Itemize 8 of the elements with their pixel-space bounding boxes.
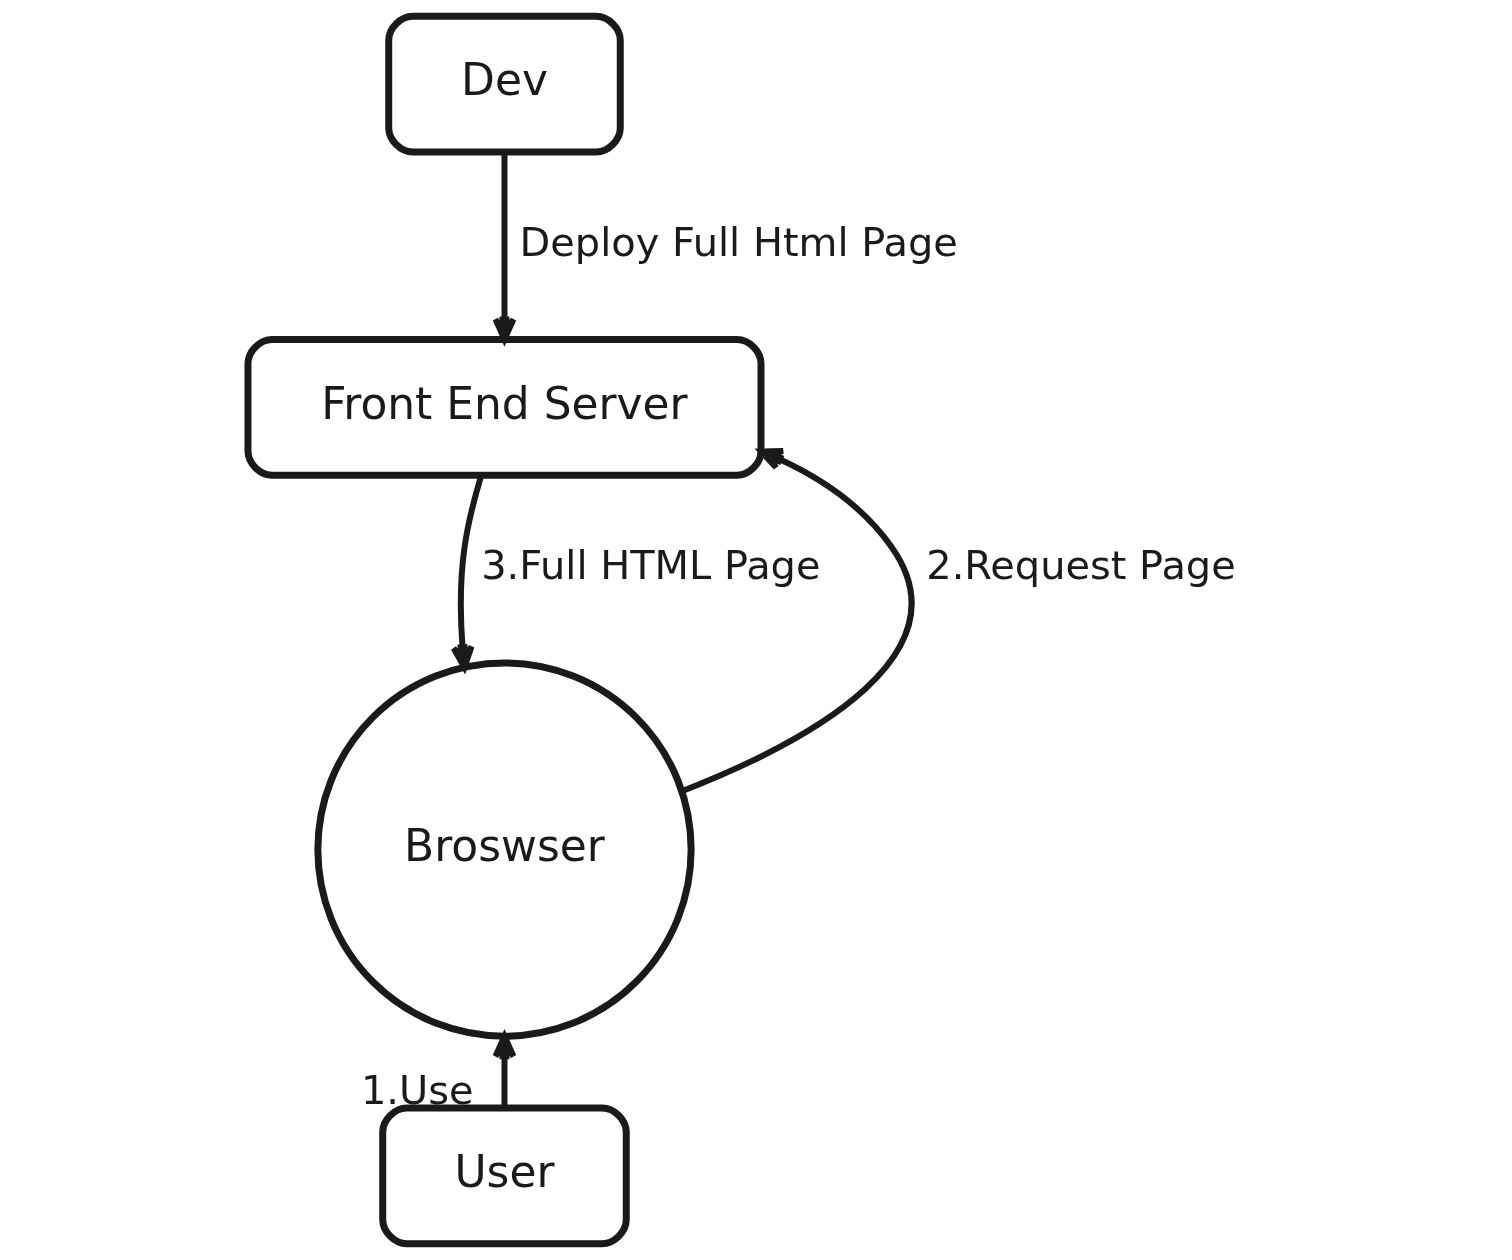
node-box: User bbox=[378, 1104, 630, 1248]
edge-label: 3.Full HTML Page bbox=[480, 542, 821, 589]
node-circle: Broswser bbox=[313, 659, 695, 1040]
node-box: Dev bbox=[384, 12, 624, 156]
edge-label: Deploy Full Html Page bbox=[519, 218, 958, 265]
edge-label: 2.Request Page bbox=[925, 542, 1236, 589]
node-box: Front End Server bbox=[244, 336, 764, 479]
arrow bbox=[680, 448, 914, 794]
